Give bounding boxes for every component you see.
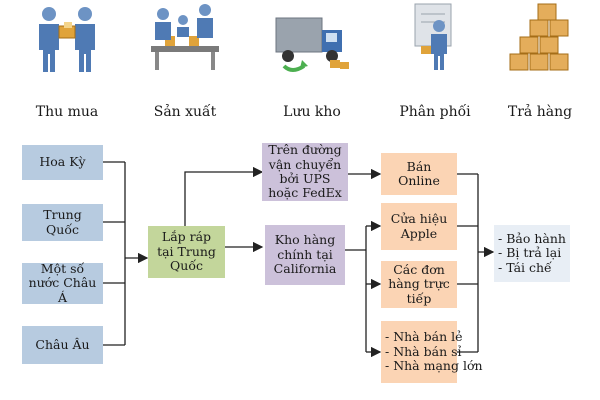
source-asian-countries: Một số nước Châu Á <box>22 261 103 304</box>
reseller-item: - Nhà bán lẻ <box>385 329 463 345</box>
channel-apple-store: Cửa hiệu Apple <box>381 203 457 250</box>
source-usa: Hoa Kỳ <box>22 145 103 180</box>
assembly-box: Lắp ráp tại Trung Quốc <box>148 226 225 278</box>
source-europe: Châu Âu <box>22 326 103 364</box>
buyers-icon <box>39 7 95 72</box>
channel-online: Bán Online <box>381 153 457 195</box>
stage-returns: Trả hàng <box>490 0 590 120</box>
returns-item: - Tái chế <box>498 259 552 275</box>
stage-label: Lưu kho <box>283 104 341 120</box>
reseller-item: - Nhà bán sỉ <box>385 343 462 359</box>
stage-label: Thu mua <box>35 104 99 120</box>
returns-item: - Bảo hành <box>498 230 566 246</box>
factory-workers-icon <box>151 4 219 70</box>
distribution-person-icon <box>414 3 452 70</box>
truck-warehouse-icon <box>275 17 349 72</box>
stage-label: Trả hàng <box>507 104 573 120</box>
reseller-item: - Nhà mạng lớn <box>385 358 483 374</box>
stage-production: Sản xuất <box>135 0 235 120</box>
stage-storage: Lưu kho <box>262 0 362 120</box>
stage-purchasing: Thu mua <box>22 0 112 120</box>
stacked-boxes-icon <box>509 3 569 71</box>
returns-box: - Bảo hành - Bị trả lại - Tái chế <box>494 225 570 282</box>
channel-resellers: - Nhà bán lẻ - Nhà bán sỉ - Nhà mạng lớn <box>381 321 483 383</box>
warehouse-box: Kho hàng chính tại California <box>265 225 345 285</box>
returns-item: - Bị trả lại <box>498 245 562 261</box>
stage-distribution: Phân phối <box>385 0 485 120</box>
transit-box: Trên đường vận chuyển bởi UPS hoặc FedEx <box>262 143 348 201</box>
stage-label: Phân phối <box>399 104 471 120</box>
channel-direct-orders: Các đơn hàng trực tiếp <box>381 261 457 308</box>
source-china: Trung Quốc <box>22 204 103 241</box>
stage-label: Sản xuất <box>153 104 217 120</box>
